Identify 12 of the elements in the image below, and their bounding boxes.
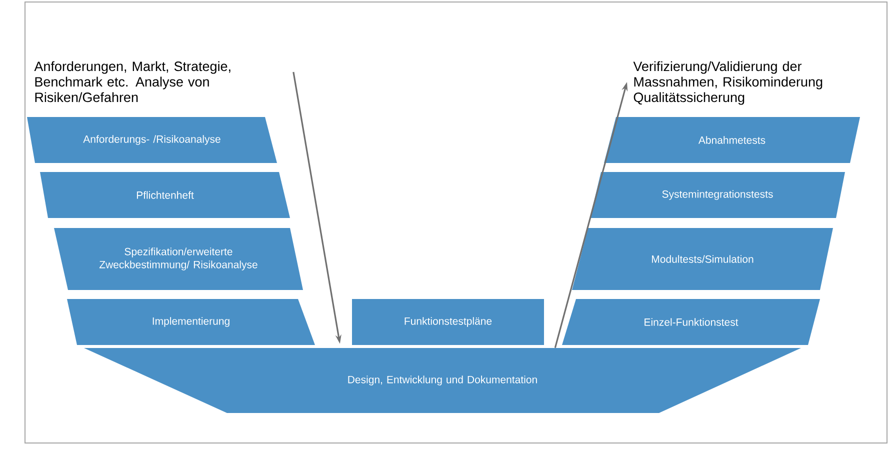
phase-block: Funktionstestpläne [352,299,544,345]
phase-block: Implementierung [67,299,315,345]
base-band: Design, Entwicklung und Dokumentation [84,348,802,413]
phase-block: Systemintegrationstests [590,172,846,218]
phase-block: Modultests/Simulation [572,228,833,290]
heading-text: Verifizierung/Validierung der Massnahmen, Risikominderung Qualitätssicherung [633,61,822,105]
phase-block: Anforderungs- /Risikoanalyse [27,117,277,163]
phase-block: Pflichtenheft [40,172,290,218]
phase-block: Einzel-Funktionstest [562,299,820,345]
phase-block: Abnahmetests [604,117,860,163]
heading-text: Anforderungen, Markt, Strategie, Benchmark etc. Analyse von Risiken/Gefahren [34,61,230,102]
phase-block: Spezifikation/erweiterte Zweckbestimmung/ Risikoanalyse [54,228,303,290]
